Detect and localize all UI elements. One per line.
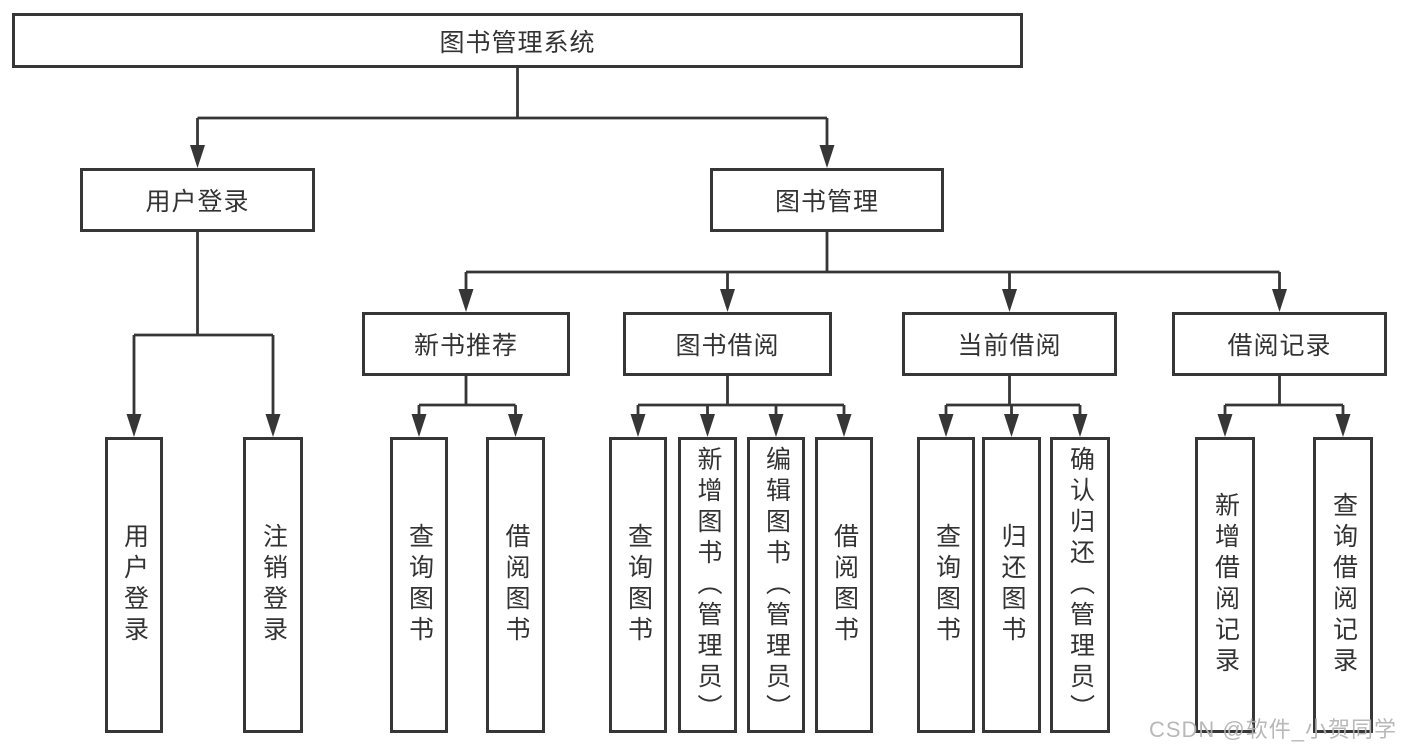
leaf-return-book: 归还图书 (982, 437, 1041, 733)
leaf-query-book-1: 查询图书 (390, 437, 448, 733)
leaf-borrow-book-1: 借阅图书 (486, 437, 545, 733)
node-borrow-records: 借阅记录 (1172, 312, 1387, 376)
node-root-label: 图书管理系统 (439, 28, 596, 57)
node-root: 图书管理系统 (12, 13, 1023, 68)
node-new-book-recommend: 新书推荐 (362, 312, 570, 376)
leaf-logout-login: 注销登录 (243, 437, 303, 733)
leaf-add-book-admin: 新增图书（管理员） (678, 437, 737, 733)
node-book-management-label: 图书管理 (774, 188, 879, 216)
leaf-query-borrow-record: 查询借阅记录 (1313, 437, 1373, 733)
arrowhead-icons (126, 145, 1351, 437)
node-current-borrow: 当前借阅 (902, 312, 1117, 376)
leaf-confirm-return-admin: 确认归还（管理员） (1050, 437, 1110, 733)
node-borrow-records-label: 借阅记录 (1227, 332, 1332, 360)
csdn-watermark: CSDN @软件_小贺同学 (1148, 717, 1397, 742)
leaf-borrow-book-2: 借阅图书 (815, 437, 873, 733)
node-current-borrow-label: 当前借阅 (957, 332, 1062, 360)
node-user-login-label: 用户登录 (145, 188, 250, 216)
node-book-borrow-label: 图书借阅 (675, 332, 780, 360)
node-new-book-recommend-label: 新书推荐 (413, 332, 518, 360)
leaf-query-book-2: 查询图书 (609, 437, 667, 733)
node-book-borrow: 图书借阅 (623, 312, 832, 376)
node-user-login: 用户登录 (80, 168, 315, 232)
leaf-user-login: 用户登录 (105, 437, 163, 733)
leaf-add-borrow-record: 新增借阅记录 (1195, 437, 1255, 733)
node-book-management: 图书管理 (710, 168, 944, 232)
leaf-query-book-3: 查询图书 (917, 437, 975, 733)
leaf-edit-book-admin: 编辑图书（管理员） (747, 437, 805, 733)
